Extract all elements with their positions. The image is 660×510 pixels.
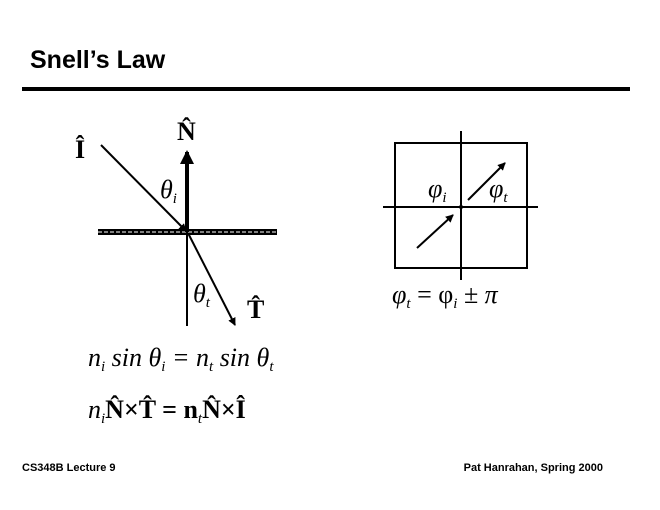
incident-arrow bbox=[100, 144, 187, 232]
phi-t-arrow bbox=[467, 162, 506, 201]
normal-label: N̂ bbox=[177, 117, 196, 146]
transmitted-label: T̂ bbox=[247, 295, 264, 324]
phi-i-label: φi bbox=[428, 174, 447, 206]
slide-title: Snell’s Law bbox=[30, 46, 166, 74]
footer-course: CS348B Lecture 9 bbox=[22, 462, 116, 474]
refraction-diagram: Î N̂ T̂ θi θt bbox=[75, 117, 277, 326]
incident-label: Î bbox=[75, 135, 85, 164]
phi-t-label: φt bbox=[489, 174, 508, 206]
title-divider bbox=[22, 87, 630, 91]
theta-i-label: θi bbox=[160, 175, 177, 207]
phase-diagram: φi φt φt = φi ± π bbox=[383, 131, 538, 312]
transmitted-arrow bbox=[187, 232, 236, 326]
phi-i-arrow bbox=[416, 214, 454, 249]
theta-t-label: θt bbox=[193, 279, 211, 311]
phase-equation: φt = φi ± π bbox=[392, 280, 499, 312]
snell-equation-sin: ni sin θi = nt sin θt bbox=[88, 343, 274, 375]
footer-author: Pat Hanrahan, Spring 2000 bbox=[463, 462, 603, 474]
snell-equation-cross: niN̂×T̂ = ntN̂×Î bbox=[88, 395, 246, 427]
